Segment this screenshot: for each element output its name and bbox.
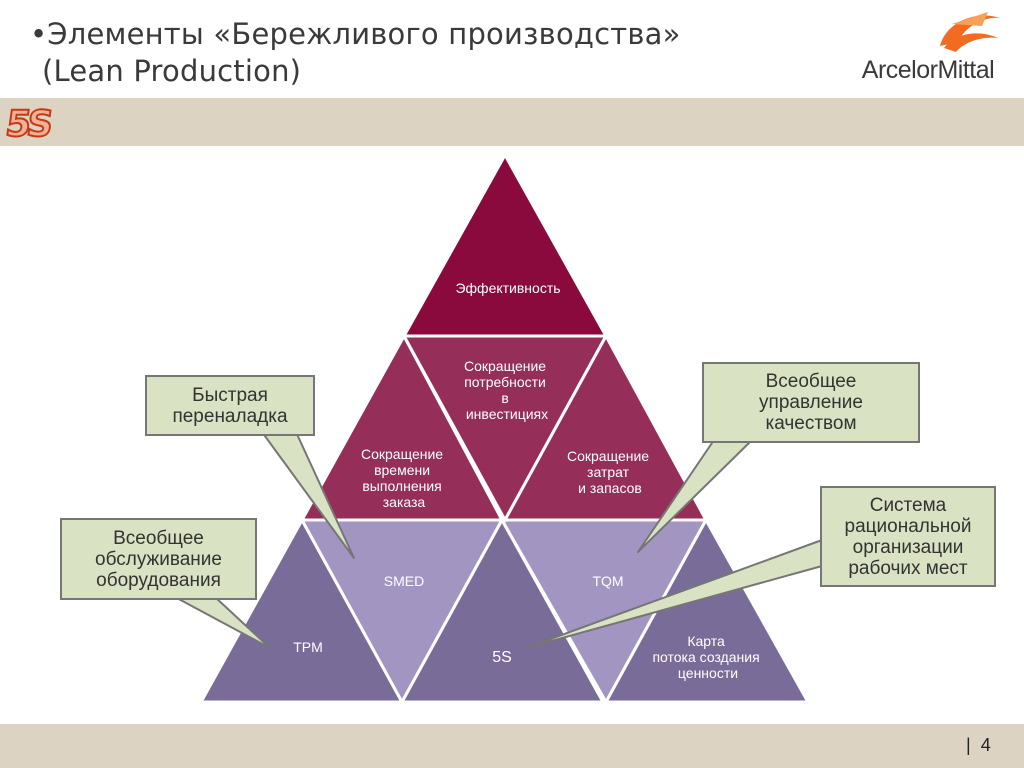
footer-band bbox=[0, 724, 1024, 768]
logo-text: ArcelorMittal bbox=[861, 56, 995, 84]
page-number-value: 4 bbox=[980, 735, 991, 755]
callout-tpm: Всеобщее обслуживание оборудования bbox=[60, 518, 257, 600]
slide-title: •Элементы «Бережливого производства» (Le… bbox=[30, 16, 681, 90]
callout-workplace: Система рациональной организации рабочих… bbox=[820, 486, 996, 587]
page-number: |4 bbox=[966, 735, 991, 756]
label-5s: 5S bbox=[492, 649, 512, 666]
label-tpm: TPM bbox=[293, 639, 323, 655]
arcelormittal-logo: ArcelorMittal bbox=[848, 4, 1008, 86]
logo-swoosh-icon bbox=[940, 12, 1000, 52]
page-separator: | bbox=[966, 735, 971, 755]
label-mid-left: Сокращение времени выполнения заказа bbox=[361, 446, 447, 510]
label-smed: SMED bbox=[384, 573, 424, 589]
label-vsm: Карта потока создания ценности bbox=[652, 633, 763, 681]
title-line-2: (Lean Production) bbox=[42, 54, 302, 88]
label-efficiency: Эффективность bbox=[455, 280, 560, 296]
title-line-1: •Элементы «Бережливого производства» bbox=[30, 17, 681, 51]
label-tqm: TQM bbox=[592, 573, 623, 589]
label-mid-right: Сокращение затрат и запасов bbox=[567, 448, 653, 496]
mid-right-triangle bbox=[502, 332, 709, 522]
header-band bbox=[0, 98, 1024, 146]
top-triangle bbox=[401, 151, 609, 338]
callout-quick-changeover: Быстрая переналадка bbox=[145, 375, 315, 436]
callout-tqm: Всеобщее управление качеством bbox=[702, 362, 920, 443]
label-mid-center: Сокращение потребности в инвестициях bbox=[464, 358, 550, 422]
